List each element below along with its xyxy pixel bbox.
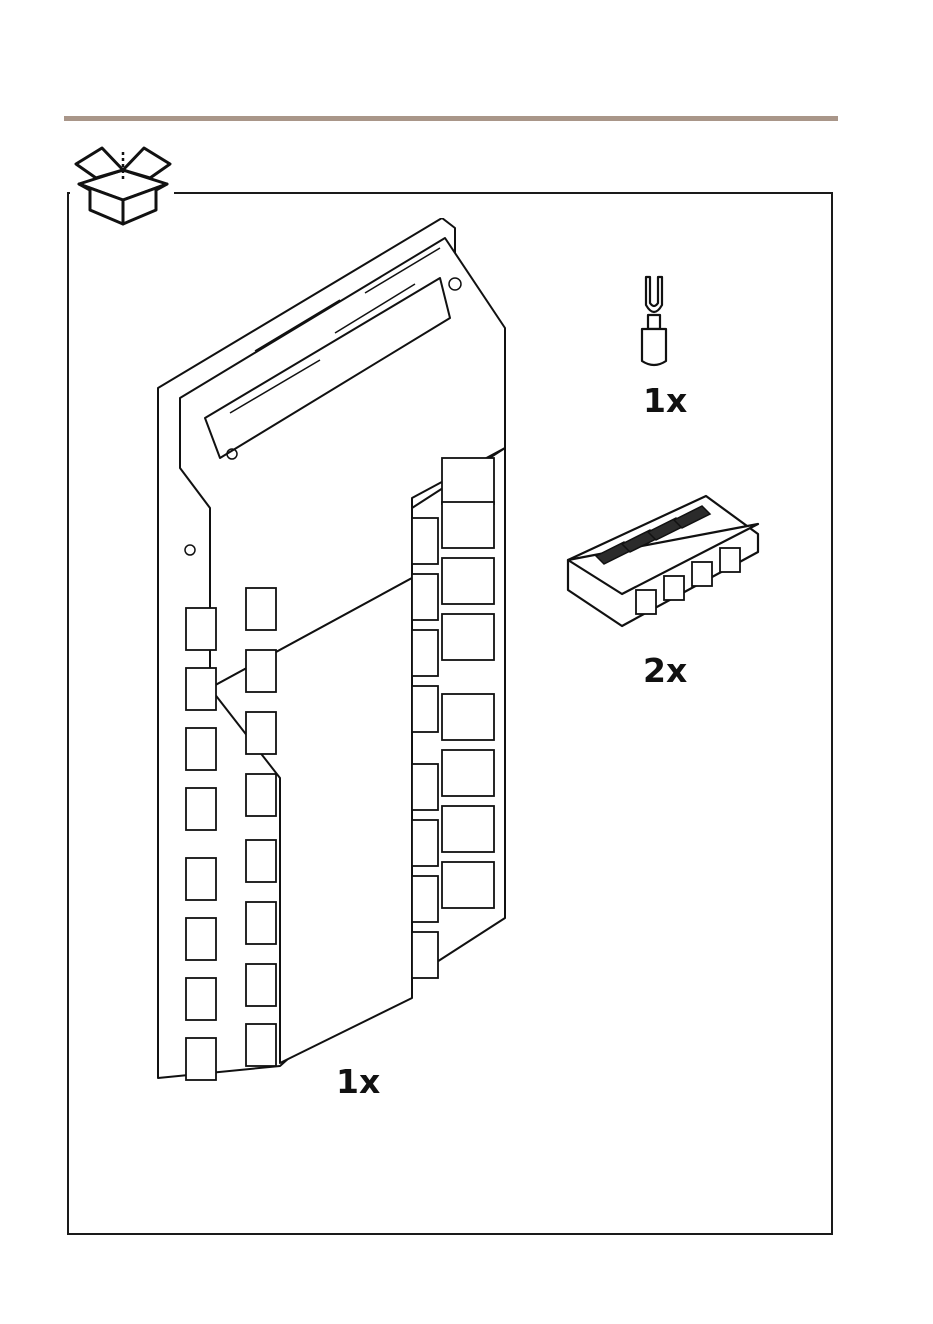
controller-board-qty: 1x xyxy=(336,1062,380,1101)
wire-connector-qty: 2x xyxy=(643,651,687,690)
spade-terminal-icon xyxy=(636,275,672,371)
wire-connector-icon xyxy=(566,494,762,630)
controller-board-icon xyxy=(150,218,512,1086)
spade-terminal-qty: 1x xyxy=(643,381,687,420)
section-divider xyxy=(64,116,838,121)
package-box-icon xyxy=(72,142,174,226)
